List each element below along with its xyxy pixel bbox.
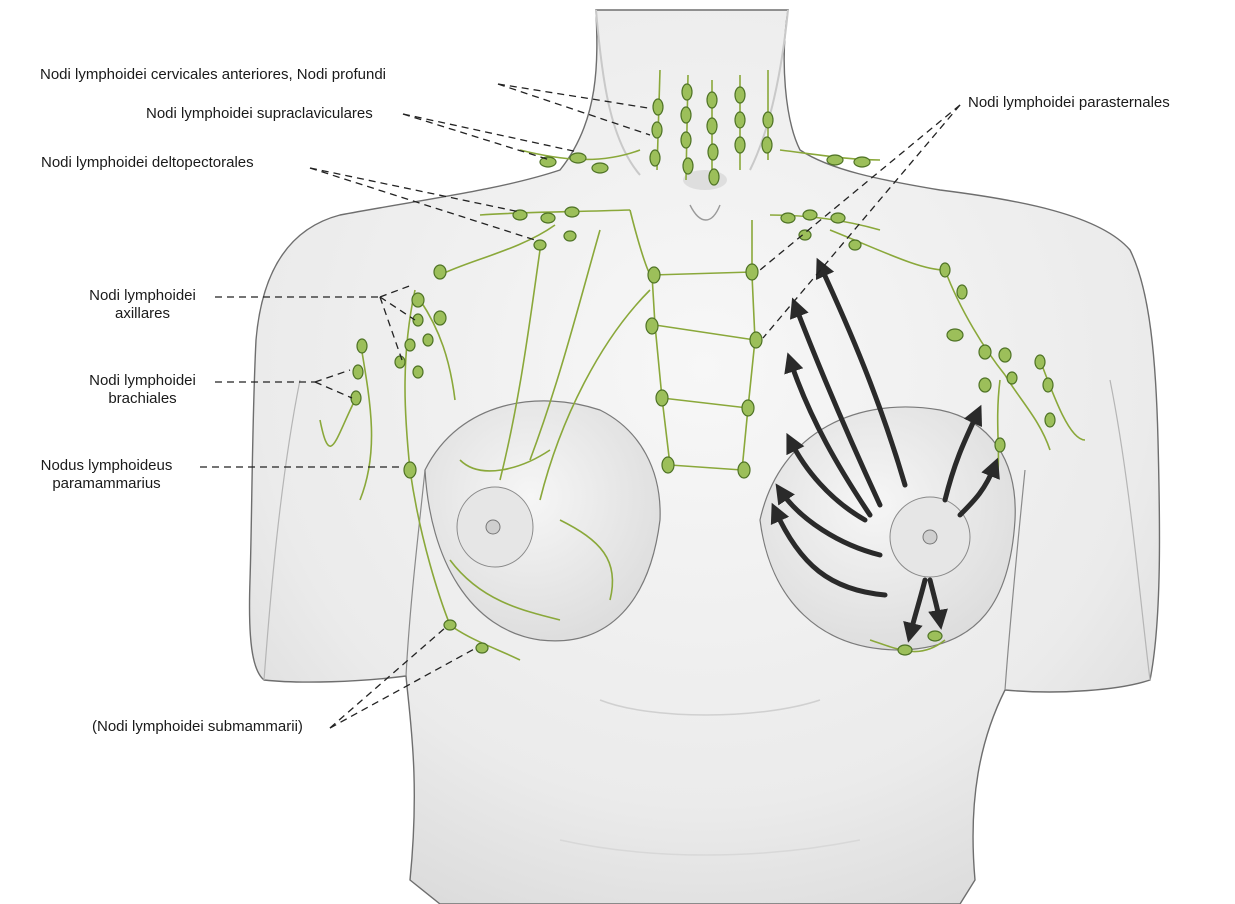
label-cervical-nodes: Nodi lymphoidei cervicales anteriores, N… <box>40 66 386 84</box>
label-axillary-line2: axillares <box>70 305 215 323</box>
label-parasternal-nodes: Nodi lymphoidei parasternales <box>968 94 1170 112</box>
label-brachial-line2: brachiales <box>70 390 215 408</box>
label-paramammary-line2: paramammarius <box>14 475 199 493</box>
label-paramammary-node: Nodus lymphoideus paramammarius <box>14 457 199 493</box>
label-brachial-nodes: Nodi lymphoidei brachiales <box>70 372 215 408</box>
label-deltopectoral-nodes: Nodi lymphoidei deltopectorales <box>41 154 254 172</box>
label-submammary-nodes: (Nodi lymphoidei submammarii) <box>92 718 303 736</box>
label-supraclavicular-nodes: Nodi lymphoidei supraclaviculares <box>146 105 373 123</box>
torso-outline <box>250 10 1160 904</box>
label-axillary-line1: Nodi lymphoidei <box>70 287 215 305</box>
label-paramammary-line1: Nodus lymphoideus <box>14 457 199 475</box>
label-axillary-nodes: Nodi lymphoidei axillares <box>70 287 215 323</box>
label-brachial-line1: Nodi lymphoidei <box>70 372 215 390</box>
